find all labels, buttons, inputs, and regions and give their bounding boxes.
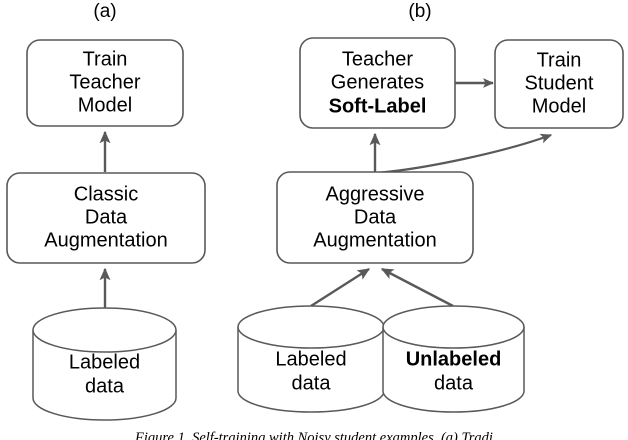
node-classic-data-augmentation[interactable]: Classic Data Augmentation bbox=[6, 172, 206, 264]
aggressive-data-augmentation-box[interactable] bbox=[276, 171, 474, 264]
train-student-model-line-3: Model bbox=[532, 95, 586, 117]
arrow-aggressive-to-student-curve bbox=[373, 133, 553, 175]
train-teacher-model-box[interactable] bbox=[26, 39, 184, 127]
train-student-model-line-2: Student bbox=[525, 72, 594, 94]
panel-a-label: (a) bbox=[93, 1, 116, 22]
panel-a: (a) Train Teacher Model Classic Data Aug… bbox=[6, 1, 206, 421]
node-unlabeled-data-b[interactable]: Unlabeled data bbox=[382, 305, 525, 413]
labeled-data-a-cylinder-body[interactable] bbox=[32, 330, 177, 421]
teacher-generates-line-3-soft-label: Soft-Label bbox=[329, 95, 427, 117]
classic-data-augmentation-line-3: Augmentation bbox=[44, 229, 167, 251]
labeled-data-b-line-1: Labeled bbox=[275, 348, 346, 370]
aggressive-data-augmentation-line-3: Augmentation bbox=[313, 229, 436, 251]
labeled-data-a-cylinder-top[interactable] bbox=[32, 307, 177, 353]
classic-data-augmentation-line-2: Data bbox=[85, 206, 128, 228]
figure-caption: Figure 1. Self-training with Noisy stude… bbox=[134, 430, 493, 440]
node-labeled-data-a[interactable]: Labeled data bbox=[32, 307, 177, 421]
classic-data-augmentation-line-1: Classic bbox=[74, 183, 138, 205]
train-student-model-line-1: Train bbox=[537, 49, 582, 71]
arrow-labeled-to-aggressive bbox=[310, 267, 371, 308]
labeled-data-b-line-2: data bbox=[292, 372, 332, 394]
train-teacher-model-line-2: Teacher bbox=[69, 71, 140, 93]
teacher-generates-line-2: Generates bbox=[331, 71, 424, 93]
node-teacher-generates-soft-label[interactable]: Teacher Generates Soft-Label bbox=[299, 37, 456, 129]
labeled-data-b-cylinder-top[interactable] bbox=[237, 305, 385, 349]
node-train-teacher-model[interactable]: Train Teacher Model bbox=[26, 39, 184, 127]
train-teacher-model-line-3: Model bbox=[78, 94, 132, 116]
unlabeled-data-b-cylinder-body[interactable] bbox=[382, 327, 525, 413]
node-train-student-model[interactable]: Train Student Model bbox=[494, 39, 624, 129]
train-teacher-model-line-1: Train bbox=[83, 48, 128, 70]
train-student-model-box[interactable] bbox=[494, 39, 624, 129]
unlabeled-data-b-cylinder-top[interactable] bbox=[382, 305, 525, 349]
arrow-unlabeled-to-aggressive bbox=[380, 267, 454, 308]
teacher-generates-line-1: Teacher bbox=[342, 48, 413, 70]
aggressive-data-augmentation-line-1: Aggressive bbox=[326, 183, 425, 205]
node-labeled-data-b[interactable]: Labeled data bbox=[237, 305, 385, 413]
labeled-data-b-cylinder-body[interactable] bbox=[237, 327, 385, 413]
panel-b: (b) Teacher Generates Soft-Label Train S… bbox=[237, 1, 624, 413]
classic-data-augmentation-box[interactable] bbox=[6, 172, 206, 264]
unlabeled-data-b-line-2: data bbox=[434, 372, 474, 394]
panel-b-label: (b) bbox=[408, 1, 431, 22]
labeled-data-a-line-2: data bbox=[85, 375, 125, 397]
node-aggressive-data-augmentation[interactable]: Aggressive Data Augmentation bbox=[276, 171, 474, 264]
labeled-data-a-line-1: Labeled bbox=[69, 351, 140, 373]
aggressive-data-augmentation-line-2: Data bbox=[354, 206, 397, 228]
unlabeled-data-b-line-1: Unlabeled bbox=[406, 348, 502, 370]
